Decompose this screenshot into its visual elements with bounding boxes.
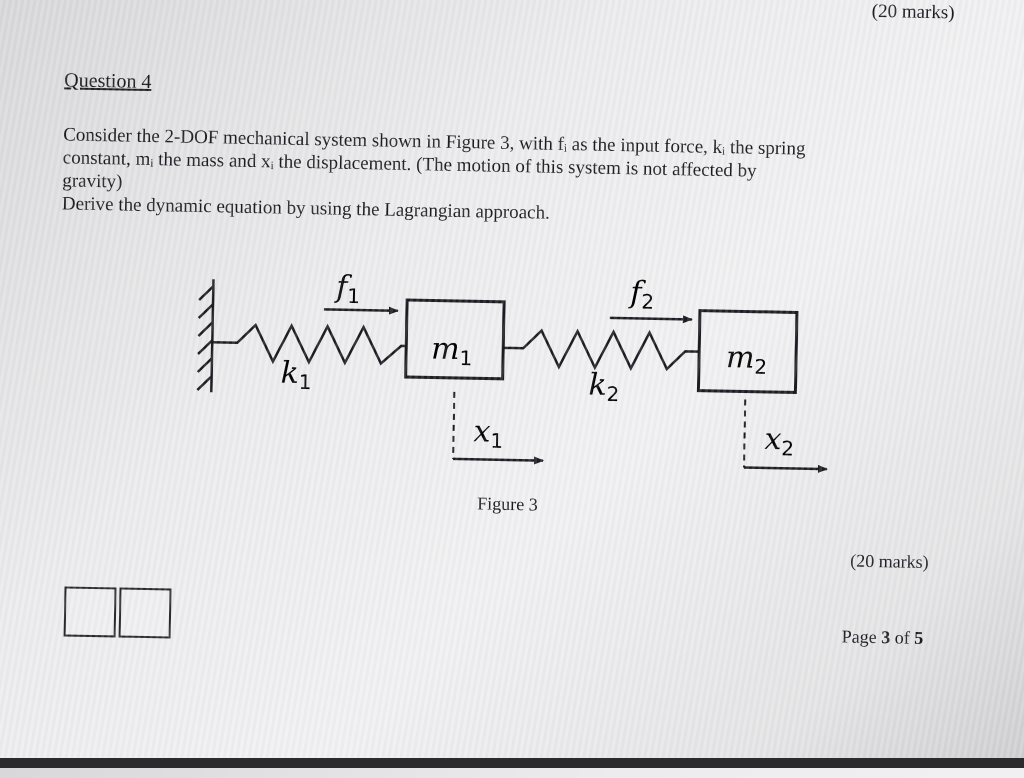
page-number: Page 3 of 5: [842, 626, 924, 649]
spring-k1: [212, 322, 407, 366]
page-total: 5: [914, 627, 924, 648]
displacement-ref-x1: [452, 391, 456, 459]
label-x1: x1: [473, 414, 503, 453]
marks-label: (20 marks): [850, 550, 929, 573]
mass-block-m1: [404, 298, 506, 381]
label-f1: f1: [334, 270, 361, 308]
displacement-arrow-x1: [453, 456, 545, 465]
label-k2: k2: [588, 367, 620, 406]
label-k1: k1: [280, 356, 312, 395]
force-arrow-f1: [323, 306, 399, 315]
mass-block-m2: [696, 309, 799, 394]
answer-box-1: [63, 586, 117, 638]
answer-box-2: [118, 587, 172, 639]
label-f2: f2: [628, 275, 655, 313]
figure-caption: Figure 3: [477, 493, 538, 515]
spring-k2: [503, 328, 700, 372]
page-prefix: Page: [841, 626, 882, 648]
label-x2: x2: [764, 422, 794, 461]
displacement-ref-x2: [742, 399, 747, 468]
page-of: of: [890, 627, 915, 648]
force-arrow-f2: [609, 315, 693, 324]
fixed-wall: [196, 279, 215, 393]
screen-bezel: [0, 758, 1024, 768]
label-m1: m1: [431, 331, 473, 370]
displacement-arrow-x2: [743, 464, 828, 473]
label-m2: m2: [726, 340, 768, 379]
page-current: 3: [881, 627, 891, 648]
